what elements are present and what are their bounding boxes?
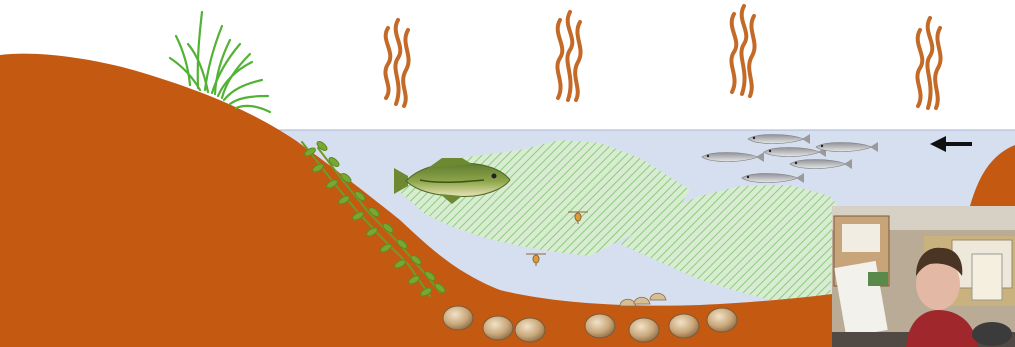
presenter-webcam-overlay — [832, 206, 1015, 347]
heat-wave-icon — [731, 6, 754, 96]
heat-wave-icon — [385, 20, 408, 106]
webcam-feed — [832, 206, 1015, 347]
heat-wave-icon — [557, 12, 580, 100]
heat-wave-icon — [917, 18, 940, 108]
